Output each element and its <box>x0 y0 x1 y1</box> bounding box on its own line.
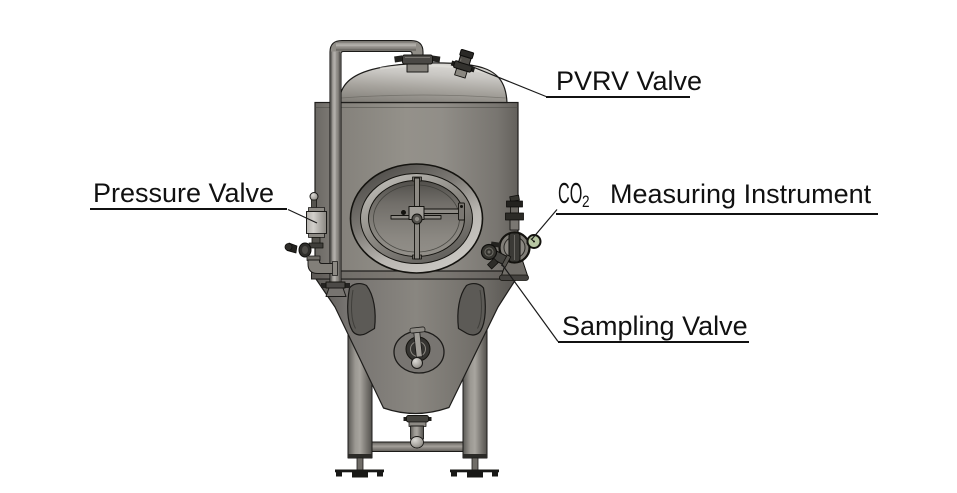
label-pressure-valve-text: Pressure Valve <box>93 178 275 208</box>
blowoff-pipe-arm <box>321 39 441 297</box>
right-leg-shroud <box>457 282 486 336</box>
co2-measuring-instrument-part <box>498 194 542 281</box>
pipe-end-ferrule <box>321 281 350 297</box>
label-pvrv-valve-text: PVRV Valve <box>556 66 703 96</box>
right-leg-base <box>463 454 487 458</box>
right-foot <box>450 457 499 478</box>
bottom-drain-outlet <box>403 415 432 449</box>
label-co2-subscript: 2 <box>582 192 590 211</box>
pressure-gauge <box>526 234 542 249</box>
co2-leader-line <box>531 209 558 240</box>
sampling-valve-part <box>480 241 512 270</box>
pvrv-valve-part <box>450 48 476 79</box>
left-leg-base <box>348 454 372 458</box>
sampling-leader-line <box>500 262 559 342</box>
pvrv-leader-line <box>467 64 547 98</box>
label-sampling-valve: Sampling Valve <box>558 311 749 343</box>
label-pressure-valve: Pressure Valve <box>90 178 287 210</box>
cone-section <box>315 278 517 449</box>
dome-port-clamp <box>394 54 441 73</box>
label-pvrv-valve: PVRV Valve <box>546 66 702 98</box>
cone-butterfly-valve <box>393 326 445 374</box>
left-leg-shroud <box>347 282 376 336</box>
pressure-leader-line <box>287 208 318 224</box>
label-co2-measuring-instrument: CO2 Measuring Instrument <box>556 177 878 215</box>
pressure-valve-assembly <box>284 192 338 276</box>
label-co2-formula: CO <box>558 177 583 210</box>
label-co2-text: Measuring Instrument <box>610 179 872 209</box>
manway-door <box>349 163 484 274</box>
label-sampling-valve-text: Sampling Valve <box>562 311 748 341</box>
left-foot <box>335 457 384 478</box>
pressure-valve-ball <box>309 192 319 201</box>
manway-upper-arm <box>423 208 461 214</box>
leader-lines <box>287 64 559 342</box>
